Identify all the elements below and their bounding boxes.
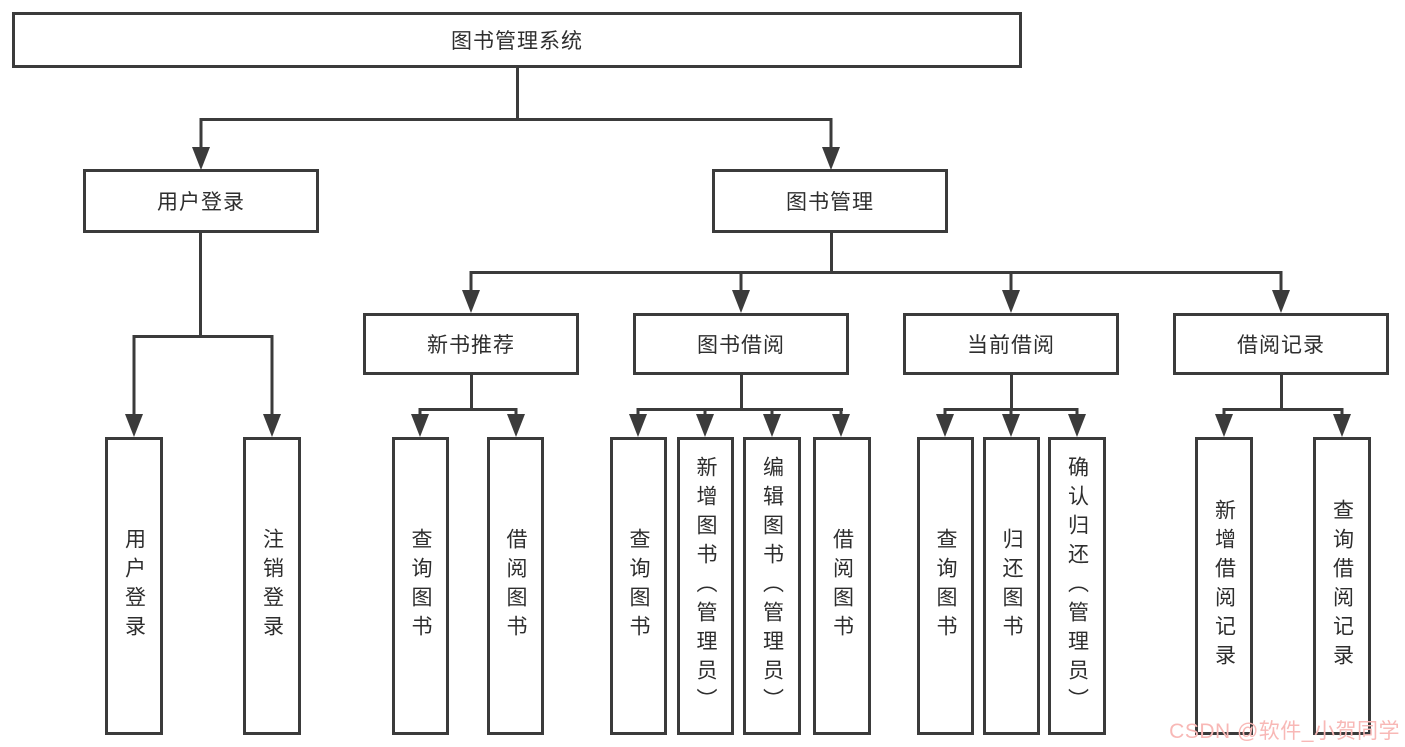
- leaf-label: 查询图书: [409, 528, 432, 644]
- leaf-logout: 注销登录: [243, 437, 301, 735]
- arrowhead-down-icon: [462, 271, 480, 313]
- arrowhead-down-icon: [1068, 408, 1086, 437]
- node-user-login: 用户登录: [83, 169, 319, 233]
- node-label: 新书推荐: [427, 334, 515, 357]
- arrowhead-down-icon: [1002, 271, 1020, 313]
- node-book-management: 图书管理: [712, 169, 948, 233]
- leaf-label: 用户登录: [122, 528, 146, 644]
- node-label: 用户登录: [157, 191, 245, 214]
- leaf-label: 查询图书: [934, 528, 957, 644]
- arrowhead-down-icon: [1215, 408, 1233, 437]
- arrowhead-down-icon: [507, 408, 525, 437]
- arrowhead-down-icon: [125, 335, 143, 437]
- connector-hline: [637, 408, 843, 411]
- connector-vline: [470, 373, 473, 410]
- connector-vline: [516, 66, 519, 120]
- leaf-query-borrow-record: 查询借阅记录: [1313, 437, 1371, 735]
- connector-vline: [740, 373, 743, 410]
- connector-vline: [1280, 373, 1283, 410]
- arrowhead-down-icon: [192, 118, 210, 170]
- node-current-borrow: 当前借阅: [903, 313, 1119, 375]
- connector-vline: [830, 231, 833, 274]
- leaf-label: 查询图书: [627, 528, 650, 644]
- node-label: 图书管理: [786, 191, 874, 214]
- arrowhead-down-icon: [1272, 271, 1290, 313]
- leaf-confirm-return-admin: 确认归还（管理员）: [1048, 437, 1106, 735]
- arrowhead-down-icon: [936, 408, 954, 437]
- connector-hline: [133, 335, 273, 338]
- leaf-user-login: 用户登录: [105, 437, 163, 735]
- leaf-label: 归还图书: [1000, 528, 1023, 644]
- leaf-query-books-recommend: 查询图书: [392, 437, 449, 735]
- arrowhead-down-icon: [263, 335, 281, 437]
- connector-vline: [1010, 373, 1013, 410]
- node-borrow-records: 借阅记录: [1173, 313, 1389, 375]
- leaf-query-books-current: 查询图书: [917, 437, 974, 735]
- leaf-label: 查询借阅记录: [1330, 499, 1354, 673]
- leaf-label: 注销登录: [260, 528, 284, 644]
- leaf-label: 新增图书（管理员）: [694, 455, 717, 717]
- node-label: 当前借阅: [967, 334, 1055, 357]
- node-label: 借阅记录: [1237, 334, 1325, 357]
- arrowhead-down-icon: [1333, 408, 1351, 437]
- connector-hline: [200, 118, 832, 121]
- arrowhead-down-icon: [832, 408, 850, 437]
- connector-hline: [1223, 408, 1343, 411]
- connector-vline: [199, 231, 202, 338]
- leaf-return-books: 归还图书: [983, 437, 1040, 735]
- node-new-book-recommend: 新书推荐: [363, 313, 579, 375]
- leaf-edit-books-admin: 编辑图书（管理员）: [743, 437, 801, 735]
- leaf-label: 编辑图书（管理员）: [760, 455, 784, 717]
- arrowhead-down-icon: [629, 408, 647, 437]
- arrowhead-down-icon: [411, 408, 429, 437]
- leaf-label: 借阅图书: [504, 528, 527, 644]
- arrowhead-down-icon: [696, 408, 714, 437]
- arrowhead-down-icon: [732, 271, 750, 313]
- arrowhead-down-icon: [822, 118, 840, 170]
- node-label: 图书管理系统: [451, 30, 583, 53]
- leaf-borrow-books-recommend: 借阅图书: [487, 437, 544, 735]
- leaf-query-books-borrow: 查询图书: [610, 437, 667, 735]
- connector-hline: [470, 271, 1282, 274]
- arrowhead-down-icon: [1002, 408, 1020, 437]
- node-book-management-system: 图书管理系统: [12, 12, 1022, 68]
- leaf-borrow-books: 借阅图书: [813, 437, 871, 735]
- leaf-add-borrow-record: 新增借阅记录: [1195, 437, 1253, 735]
- leaf-label: 确认归还（管理员）: [1065, 455, 1089, 717]
- arrowhead-down-icon: [763, 408, 781, 437]
- node-label: 图书借阅: [697, 334, 785, 357]
- leaf-add-books-admin: 新增图书（管理员）: [677, 437, 734, 735]
- leaf-label: 新增借阅记录: [1212, 499, 1236, 673]
- node-book-borrow: 图书借阅: [633, 313, 849, 375]
- leaf-label: 借阅图书: [830, 528, 854, 644]
- connector-hline: [419, 408, 517, 411]
